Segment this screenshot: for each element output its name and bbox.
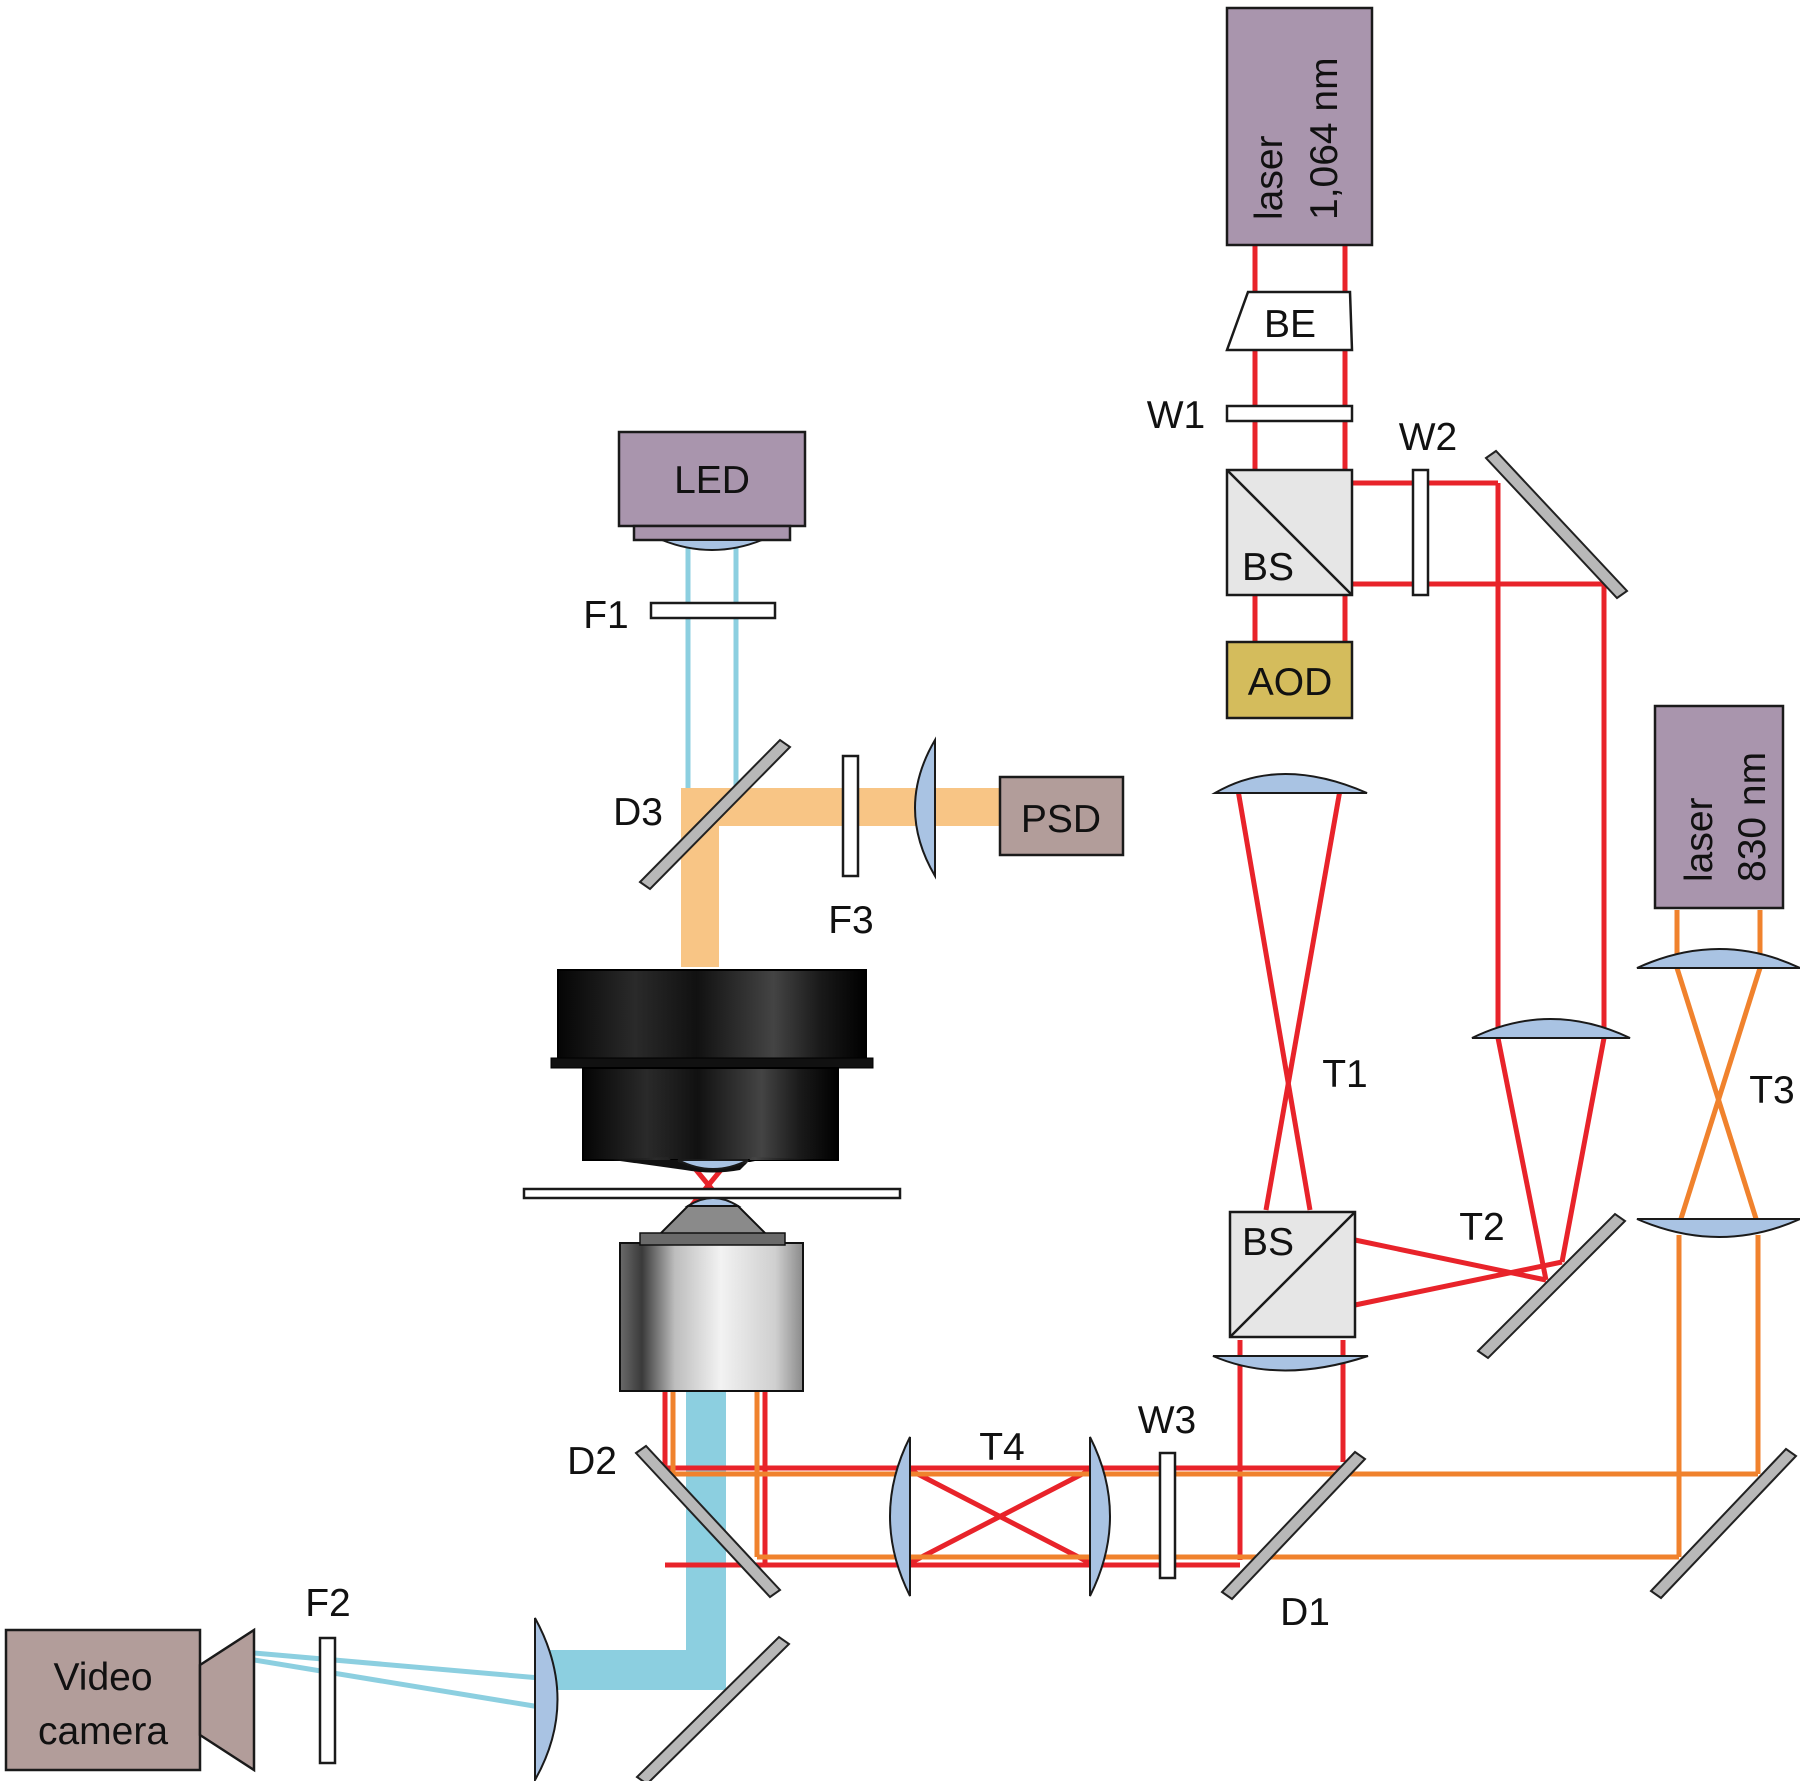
camera-imaging-beam (253, 1390, 726, 1710)
laser-830-label-line1: laser (1678, 797, 1721, 882)
filter-f2 (318, 1636, 337, 1765)
label-t4: T4 (979, 1426, 1025, 1469)
dichroic-d3 (638, 738, 792, 891)
label-d2: D2 (567, 1440, 617, 1483)
laser-830-box: laser 830 nm (1653, 704, 1785, 910)
lens-t4-left (889, 1436, 911, 1597)
aod-label: AOD (1248, 661, 1333, 704)
lens-camera (534, 1617, 559, 1781)
beam-splitter-top: BS (1225, 468, 1354, 597)
mirror-t2 (1476, 1212, 1627, 1360)
mirror-830-fold (1649, 1447, 1798, 1600)
laser-1064-beam (662, 245, 1607, 1568)
aod-box: AOD (1225, 640, 1354, 720)
lens-t1-upper (1211, 773, 1368, 794)
led-source: LED (617, 430, 807, 551)
waveplate-w2 (1411, 468, 1430, 597)
lens-psd (914, 736, 936, 880)
filter-f1 (649, 601, 777, 620)
filter-f3 (841, 754, 860, 878)
lower-objective (619, 1197, 804, 1392)
beam-expander-label: BE (1264, 303, 1316, 346)
laser-830-label-line2: 830 nm (1731, 752, 1774, 882)
beam-splitter-bottom: BS (1228, 1210, 1357, 1339)
video-camera-label-line2: camera (38, 1710, 168, 1753)
beam-splitter-bottom-label: BS (1242, 1221, 1294, 1264)
label-t2: T2 (1459, 1206, 1505, 1249)
lens-t3-upper (1636, 948, 1800, 969)
mirror-top-right (1484, 449, 1629, 600)
lens-t2 (1471, 1018, 1631, 1039)
video-camera-label-line1: Video (53, 1656, 152, 1699)
lens-t3-lower (1636, 1218, 1800, 1238)
label-t3: T3 (1749, 1069, 1795, 1112)
label-d1: D1 (1280, 1591, 1330, 1634)
laser-1064-box: laser 1,064 nm (1225, 6, 1374, 247)
label-f2: F2 (305, 1582, 351, 1625)
led-illumination-beam (685, 548, 739, 788)
label-w3: W3 (1138, 1399, 1197, 1442)
laser-1064-label-line2: 1,064 nm (1303, 57, 1346, 220)
label-w2: W2 (1399, 416, 1458, 459)
label-w1: W1 (1147, 394, 1206, 437)
video-camera: Video camera (4, 1627, 256, 1773)
beam-splitter-top-label: BS (1242, 546, 1294, 589)
label-f1: F1 (583, 594, 629, 637)
waveplate-w3 (1158, 1451, 1177, 1580)
psd-detector: PSD (998, 775, 1125, 857)
detection-beam (681, 788, 1000, 967)
dichroic-d2 (634, 1444, 782, 1599)
led-label: LED (674, 459, 750, 502)
dichroic-d1 (1220, 1450, 1367, 1601)
lens-t4-right (1089, 1436, 1111, 1597)
label-d3: D3 (613, 791, 663, 834)
laser-1064-label-line1: laser (1248, 135, 1291, 220)
psd-label: PSD (1021, 798, 1101, 841)
lens-t1-lower (1212, 1355, 1369, 1372)
waveplate-w1 (1225, 404, 1354, 423)
label-t1: T1 (1322, 1053, 1368, 1096)
mirror-camera-fold (635, 1635, 791, 1781)
beam-expander: BE (1225, 290, 1354, 352)
sample-slide (522, 1187, 902, 1200)
upper-objective (550, 969, 874, 1173)
label-f3: F3 (828, 899, 874, 942)
